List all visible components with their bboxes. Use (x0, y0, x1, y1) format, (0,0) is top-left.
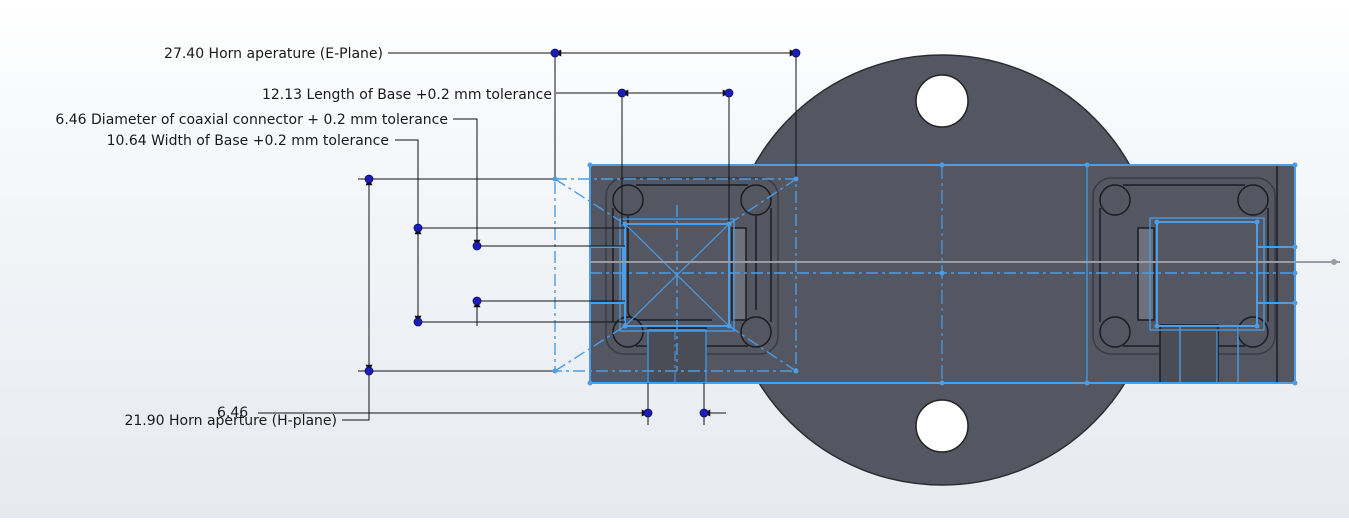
dim-horn-e-plane[interactable]: 27.40 Horn aperature (E-Plane) (164, 46, 383, 62)
dimension-leaders (258, 49, 797, 425)
center-axis (590, 259, 1340, 265)
mount-hole-top[interactable] (915, 74, 969, 128)
sketch-points (552, 162, 1298, 386)
left-pocket (605, 177, 779, 384)
dim-base-width[interactable]: 10.64 Width of Base +0.2 mm tolerance (107, 133, 389, 149)
dim-base-length[interactable]: 12.13 Length of Base +0.2 mm tolerance (262, 87, 552, 103)
dim-coax-width-small[interactable]: 6.46 (217, 405, 248, 421)
dim-coax-diameter[interactable]: 6.46 Diameter of coaxial connector + 0.2… (55, 112, 448, 128)
dim-horn-h-plane[interactable]: 21.90 Horn aperture (H-plane) (124, 413, 337, 429)
dimension-points[interactable] (364, 48, 801, 418)
mount-hole-bottom[interactable] (915, 399, 969, 453)
